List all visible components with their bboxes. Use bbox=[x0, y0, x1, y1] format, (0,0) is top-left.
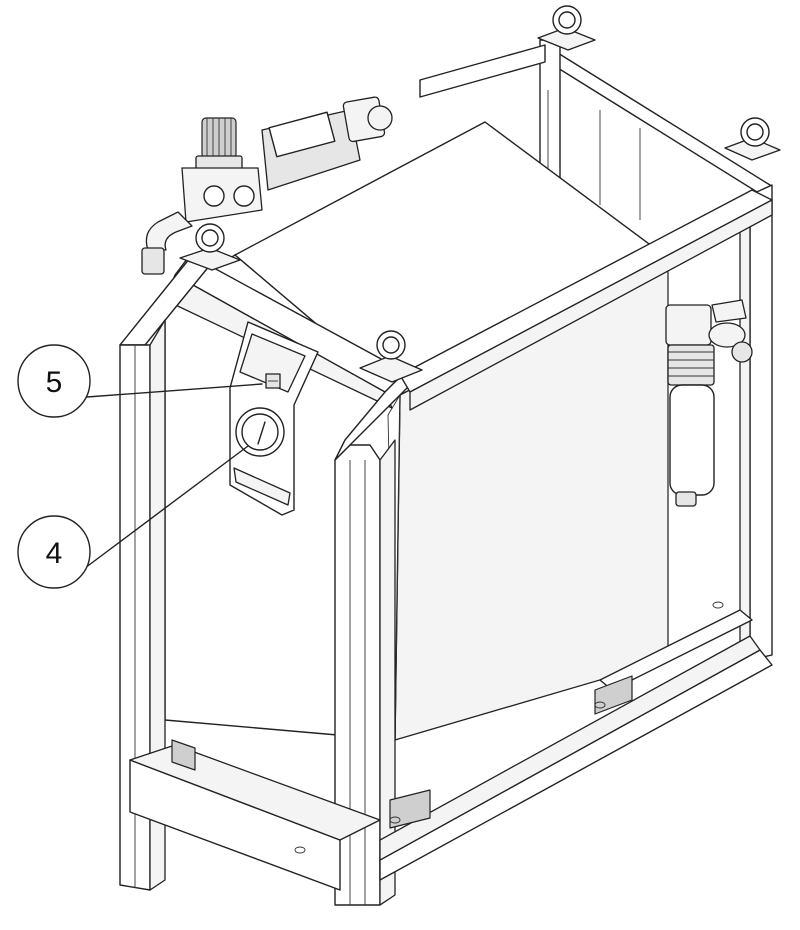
eye-bolt-right bbox=[724, 117, 781, 161]
callout-5-leader bbox=[86, 383, 263, 398]
control-panel bbox=[229, 321, 319, 516]
callout-5: 5 bbox=[17, 344, 263, 418]
frame-top-right-rail bbox=[399, 189, 773, 411]
frame-right-post bbox=[739, 184, 773, 666]
frame-top-back bbox=[419, 39, 771, 220]
water-filter-unit bbox=[665, 299, 753, 507]
base-frame bbox=[129, 601, 773, 891]
callout-4-label: 4 bbox=[46, 537, 63, 570]
lifting-eye-bolts bbox=[179, 5, 781, 383]
eye-bolt-left bbox=[179, 223, 241, 271]
eye-bolt-back bbox=[537, 5, 596, 51]
callout-5-circle bbox=[17, 344, 91, 418]
air-regulator-assembly bbox=[141, 96, 393, 275]
callout-4-circle bbox=[17, 515, 91, 589]
eye-bolt-front bbox=[359, 330, 423, 383]
callout-5-label: 5 bbox=[46, 366, 63, 399]
callout-4-leader bbox=[84, 445, 249, 569]
frame-front-right-post bbox=[334, 439, 396, 906]
callout-4: 4 bbox=[17, 445, 249, 589]
